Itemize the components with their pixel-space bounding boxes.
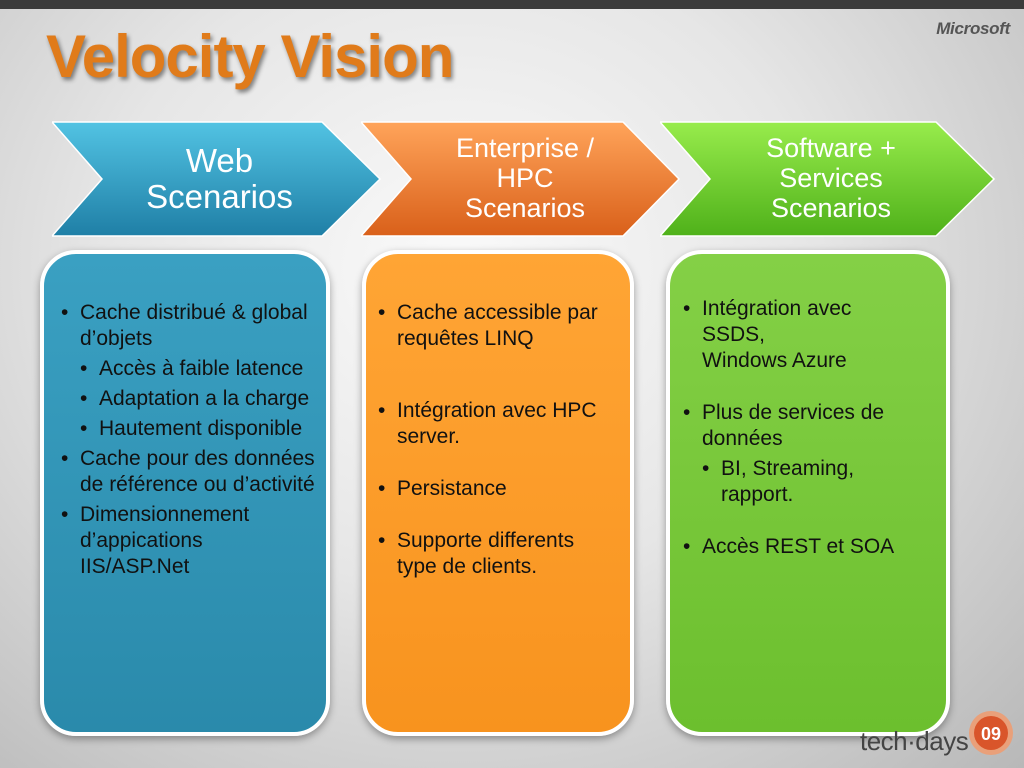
chevron-enterprise-label: Enterprise / HPC Scenarios [455, 133, 595, 223]
list-item: •Cache distribué & global d’objets [61, 301, 308, 350]
top-bar [0, 0, 1024, 9]
techdays-wordmark: tech·days [860, 726, 969, 756]
web-bullet-list: •Cache distribué & global d’objets •Accè… [44, 254, 326, 580]
chevron-software-shape [660, 121, 996, 237]
list-item: •Dimensionnement d’appications IIS/ASP.N… [61, 503, 250, 578]
panel-software: •Intégration avec SSDS, Windows Azure •P… [666, 250, 950, 736]
list-item: •Intégration avec SSDS, Windows Azure [683, 297, 852, 372]
list-item: •Accès REST et SOA [683, 535, 895, 558]
chevron-web: Web Scenarios [52, 120, 382, 238]
list-item: •Hautement disponible [80, 417, 303, 440]
list-item: •Plus de services de données [683, 401, 885, 450]
panel-enterprise: •Cache accessible par requêtes LINQ •Int… [362, 250, 634, 736]
panel-web: •Cache distribué & global d’objets •Accè… [40, 250, 330, 736]
techdays-logo: tech·days 09 [860, 710, 1016, 764]
enterprise-bullet-list: •Cache accessible par requêtes LINQ •Int… [366, 254, 630, 580]
list-item: •Intégration avec HPC server. [378, 399, 597, 448]
slide-title: Velocity Vision [46, 23, 454, 90]
chevron-web-label: Web Scenarios [146, 141, 293, 215]
list-item: •Cache accessible par requêtes LINQ [378, 301, 598, 350]
list-item: •BI, Streaming, rapport. [702, 457, 855, 506]
list-item: •Supporte differents type de clients. [378, 529, 575, 578]
chevron-enterprise: Enterprise / HPC Scenarios [361, 120, 681, 238]
microsoft-logo: Microsoft [936, 19, 1010, 38]
chevron-enterprise-shape [361, 121, 681, 237]
software-bullet-list: •Intégration avec SSDS, Windows Azure •P… [670, 254, 946, 560]
list-item: •Cache pour des données de référence ou … [61, 447, 315, 496]
chevron-web-shape [52, 121, 382, 237]
techdays-badge-text: 09 [981, 724, 1001, 744]
list-item: •Accès à faible latence [80, 357, 304, 380]
chevron-software-label: Software + Services Scenarios [766, 133, 896, 223]
list-item: •Persistance [378, 477, 507, 500]
chevron-software: Software + Services Scenarios [660, 120, 996, 238]
techdays-badge-icon: 09 [969, 711, 1013, 755]
list-item: •Adaptation a la charge [80, 387, 310, 410]
